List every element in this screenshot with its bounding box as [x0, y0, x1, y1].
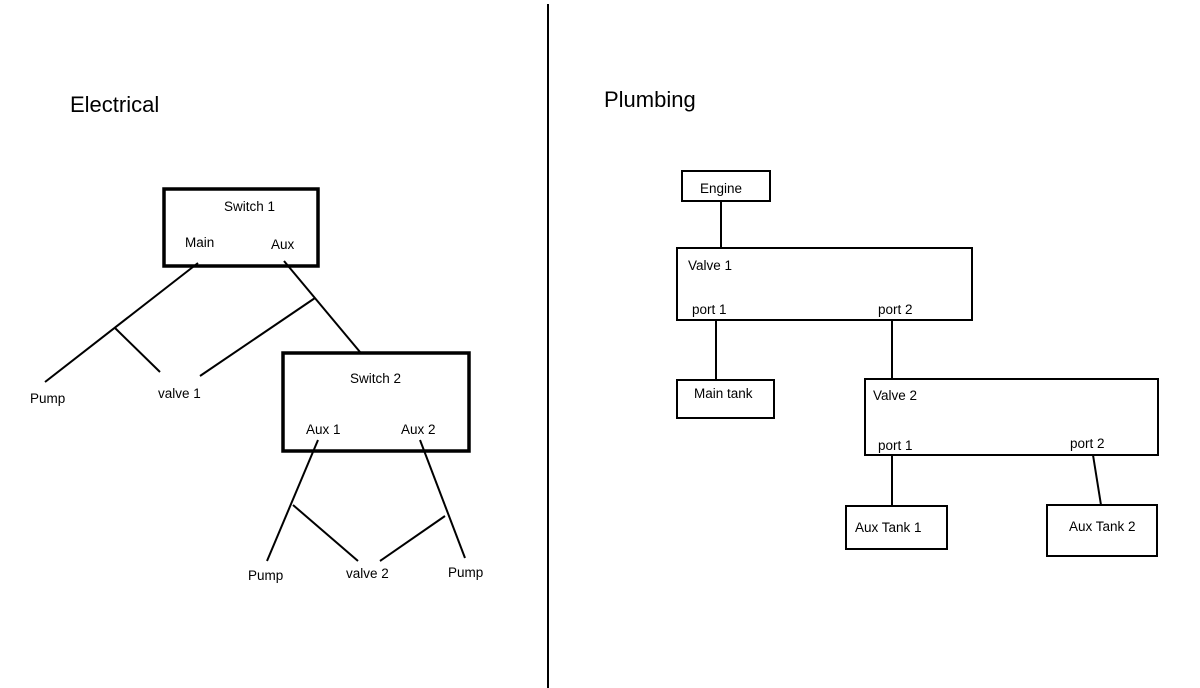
valve-2-title: Valve 2	[873, 388, 917, 403]
wire-aux2-to-pump	[419, 439, 466, 559]
valve-2-port1: port 1	[878, 438, 913, 453]
valve-2-port2: port 2	[1070, 436, 1105, 451]
plumbing-section: Plumbing Engine Valve 1 port 1 port 2 Ma…	[604, 87, 1159, 557]
wire-main-to-valve1	[114, 327, 161, 373]
electrical-section: Electrical Switch 1 Main Aux Pump valve …	[30, 92, 483, 583]
switch-1-title: Switch 1	[224, 199, 275, 214]
aux-tank-2-label: Aux Tank 2	[1069, 519, 1136, 534]
valve-1-box	[676, 247, 973, 321]
pump-bottom-left-label: Pump	[248, 568, 283, 583]
switch-2: Switch 2 Aux 1 Aux 2	[281, 351, 471, 453]
valve-1-label: valve 1	[158, 386, 201, 401]
aux-tank-1-box	[845, 505, 948, 550]
pump-left-label: Pump	[30, 391, 65, 406]
valve-2-box	[864, 378, 1159, 456]
engine-box	[681, 170, 771, 202]
wire-aux-to-switch2	[283, 260, 361, 353]
switch-2-title: Switch 2	[350, 371, 401, 386]
valve-1-port1: port 1	[692, 302, 727, 317]
wire-aux2-to-valve2	[379, 515, 446, 562]
pump-bottom-right-label: Pump	[448, 565, 483, 580]
pipe-valve2-port2-to-aux-tank2	[1092, 454, 1102, 506]
switch-2-aux2-port: Aux 2	[401, 422, 436, 437]
wire-main-to-pump	[44, 262, 199, 383]
switch-2-box	[281, 351, 471, 453]
switch-1: Switch 1 Main Aux	[162, 187, 320, 268]
valve-1: Valve 1 port 1 port 2	[676, 247, 973, 321]
switch-1-main-port: Main	[185, 235, 214, 250]
main-tank-box	[676, 379, 775, 419]
valve-1-port2: port 2	[878, 302, 913, 317]
engine-label: Engine	[700, 181, 742, 196]
switch-2-aux1-port: Aux 1	[306, 422, 341, 437]
electrical-heading: Electrical	[70, 92, 159, 117]
valve-2-label: valve 2	[346, 566, 389, 581]
wire-aux-to-valve1	[199, 297, 316, 377]
switch-1-box	[162, 187, 320, 268]
main-tank-label: Main tank	[694, 386, 753, 401]
wire-aux1-to-pump	[266, 439, 319, 562]
switch-1-aux-port: Aux	[271, 237, 295, 252]
aux-tank-1-label: Aux Tank 1	[855, 520, 922, 535]
plumbing-heading: Plumbing	[604, 87, 696, 112]
aux-tank-2-box	[1046, 504, 1158, 557]
valve-1-title: Valve 1	[688, 258, 732, 273]
valve-2: Valve 2 port 1 port 2	[864, 378, 1159, 456]
wire-aux1-to-valve2	[292, 504, 359, 562]
